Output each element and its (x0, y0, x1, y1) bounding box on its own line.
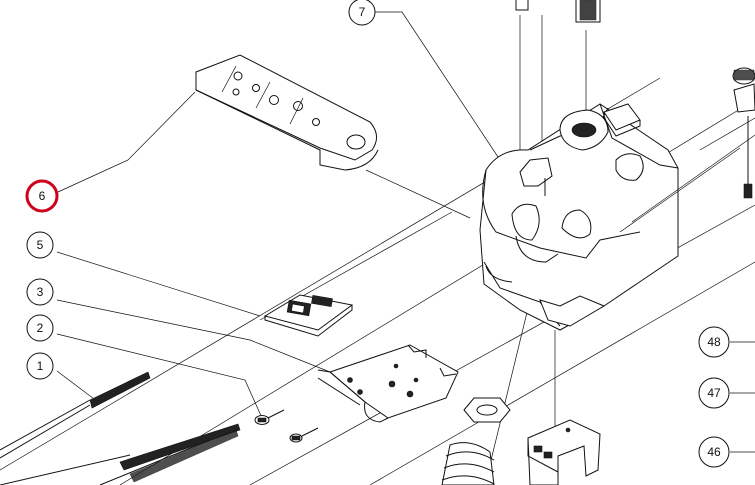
callout-5-label: 5 (37, 238, 44, 252)
leader-lines (0, 11, 755, 485)
callout-48[interactable]: 48 (698, 326, 730, 358)
callout-3-label: 3 (37, 285, 44, 299)
hinge-body-part (479, 103, 755, 331)
callout-7-label: 7 (359, 5, 366, 19)
callout-1-label: 1 (37, 359, 44, 373)
callout-47-label: 47 (707, 386, 721, 400)
callout-3[interactable]: 3 (26, 278, 54, 306)
callout-1[interactable]: 1 (26, 352, 54, 380)
clip-part (527, 419, 601, 485)
callout-46[interactable]: 46 (698, 436, 730, 468)
callout-2-label: 2 (37, 321, 44, 335)
spring-part (441, 442, 495, 485)
right-side-parts (699, 67, 755, 199)
callout-6-label: 6 (39, 189, 46, 203)
callout-47[interactable]: 47 (698, 377, 730, 409)
spacer-plate-part (195, 54, 379, 171)
callout-7[interactable]: 7 (348, 0, 376, 26)
callout-2[interactable]: 2 (26, 314, 54, 342)
label-plate-part (263, 294, 354, 337)
small-screw-part (254, 409, 319, 443)
callout-5[interactable]: 5 (26, 231, 54, 259)
top-pins (515, 0, 601, 23)
callout-48-label: 48 (707, 335, 721, 349)
callout-6[interactable]: 6 (25, 179, 59, 213)
long-screw-part (0, 371, 241, 485)
callout-46-label: 46 (707, 445, 721, 459)
mounting-bracket-part (317, 344, 459, 423)
nut-part (463, 397, 511, 423)
